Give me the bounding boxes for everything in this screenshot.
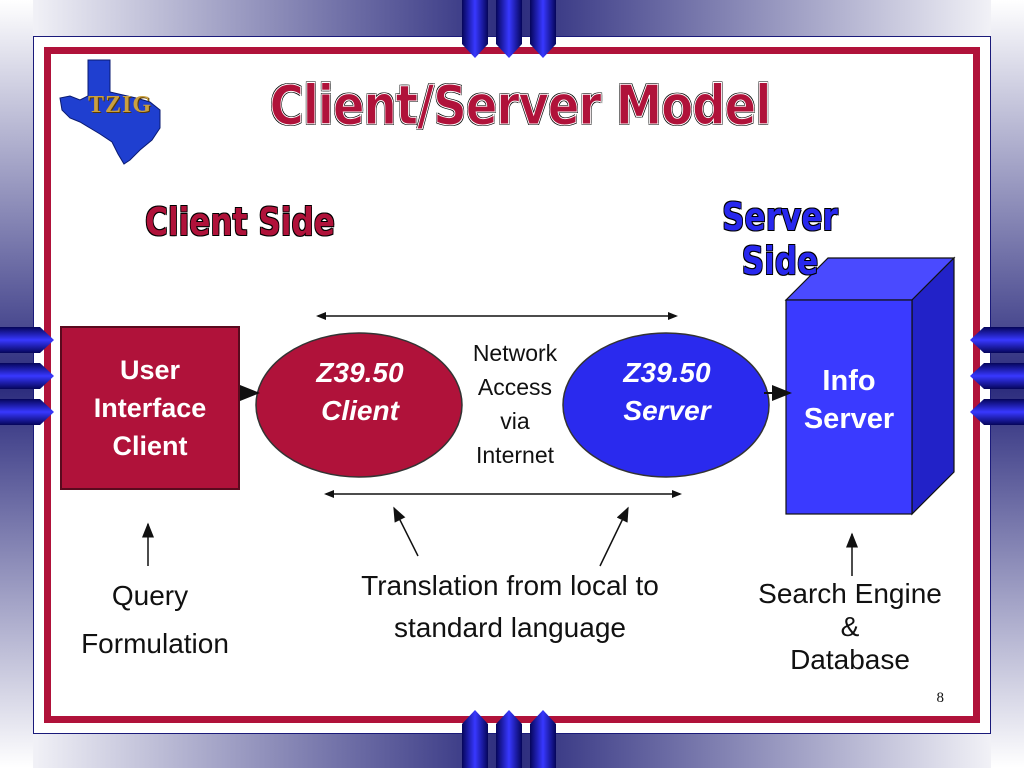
ui-client-line-2: Interface [93,393,207,423]
search-line-1: Search Engine [758,578,942,609]
z-server-line-1: Z39.50 [623,357,711,388]
query-caption: Query [111,580,189,611]
z-client-line-2: Client [321,395,399,426]
z3950-server-label: Z39.50 Server [565,354,769,430]
info-server-line-2: Server [803,403,895,435]
user-interface-client-node: User Interface Client [60,326,240,490]
network-line-1: Network [472,340,558,366]
translation-pointer-left [393,506,419,557]
right-tab-decoration [970,327,1024,425]
slide-title: Client/Server Model [269,74,771,138]
network-top-double-arrow [316,312,678,320]
search-line-3: Database [790,644,910,675]
search-line-2: & [840,611,860,642]
network-access-label: Network Access via Internet [455,336,575,472]
z3950-client-label: Z39.50 Client [258,354,462,430]
network-bottom-double-arrow [324,490,682,498]
network-line-3: via [500,408,530,434]
translation-caption: Translation from local to standard langu… [310,565,710,649]
info-server-node [784,256,956,516]
texas-logo-icon [59,59,161,165]
server-side-label: Server Side [722,195,838,283]
tzig-logo-text: TZIG [88,92,153,118]
ui-client-line-3: Client [112,431,188,461]
network-line-4: Internet [476,442,554,468]
ui-client-line-1: User [119,355,181,385]
z-server-line-2: Server [623,395,711,426]
z3950-server-node [562,332,770,478]
info-server-line-1: Info [822,365,876,397]
translation-pointer-right [599,506,629,567]
formulation-caption: Formulation [81,628,229,659]
translation-line-1: Translation from local to [361,570,659,601]
page-number: 8 [936,690,945,706]
network-line-2: Access [477,374,553,400]
z3950-client-node [255,332,463,478]
bottom-tab-decoration [462,710,556,768]
client-side-label: Client Side [145,200,335,244]
left-tab-decoration [0,327,54,425]
z-client-line-1: Z39.50 [316,357,404,388]
search-engine-caption: Search Engine & Database [735,577,965,676]
translation-line-2: standard language [394,612,626,643]
top-tab-decoration [462,0,556,58]
info-server-label: Info Server [786,362,912,438]
